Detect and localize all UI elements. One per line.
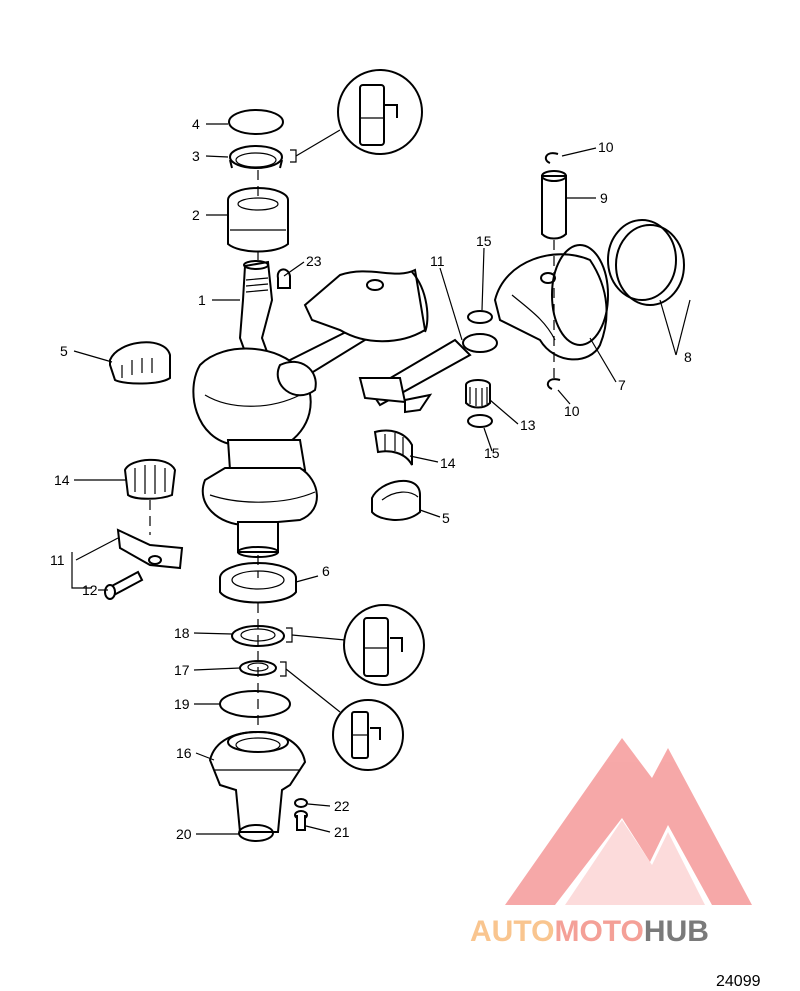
upper-seal-part [229,145,283,169]
washer-part [294,798,308,808]
callout-9: 9 [600,190,608,206]
callout-14-right: 14 [440,455,456,471]
woodruff-key-part [276,268,291,289]
callout-labels: 4 3 2 23 1 5 14 11 12 6 18 17 19 16 22 2… [50,116,692,842]
callout-22: 22 [334,798,350,814]
callout-11-right: 11 [430,253,445,269]
reference-number: 24099 [716,973,761,990]
callout-8: 8 [684,349,692,365]
callout-3: 3 [192,148,200,164]
callout-15-lower: 15 [484,445,500,461]
callout-6: 6 [322,563,330,579]
screw-part [294,810,308,831]
callout-13: 13 [520,417,536,433]
end-cap-oring-part [219,690,291,718]
rod-bearing-right-part [373,429,413,466]
callout-19: 19 [174,696,190,712]
callout-12: 12 [82,582,98,598]
end-cap-oring-lower-part [238,824,274,842]
lower-seal-part [231,625,285,647]
callout-20: 20 [176,826,192,842]
callout-16: 16 [176,745,192,761]
detail-inset-lower [280,661,404,771]
detail-inset-middle [286,604,425,686]
callout-4: 4 [192,116,200,132]
detail-inset-upper [290,69,423,163]
leader-lines [71,123,691,835]
rod-cap-left-lower-part [116,528,184,570]
needle-bearing-part [465,379,491,409]
watermark-text-auto: AUTO [470,915,554,948]
callout-11-left: 11 [50,552,65,568]
ball-bearing-part [219,562,297,604]
upper-oring-part [228,109,284,135]
connecting-rod-left-part [276,268,429,397]
cap-bolt-part [104,570,144,600]
callout-1: 1 [198,292,206,308]
watermark-text-hub: HUB [644,915,709,948]
rod-bearing-left-part [123,458,177,535]
callout-2: 2 [192,207,200,223]
thrust-washer-lower-part [467,414,493,428]
callout-5-left: 5 [60,343,68,359]
callout-15-upper: 15 [476,233,492,249]
thrust-washer-upper-part [467,310,493,324]
callout-18: 18 [174,625,190,641]
callout-17: 17 [174,662,190,678]
callout-7: 7 [618,377,626,393]
callout-10-upper: 10 [598,139,614,155]
rod-cap-left-upper-part [109,341,171,385]
retaining-ring-lower-part [546,378,561,390]
end-cap-housing-part [208,730,307,833]
piston-pin-part [541,170,567,380]
retaining-ring-upper-part [544,152,559,164]
callout-21: 21 [334,824,350,840]
callout-5-right: 5 [442,510,450,526]
connecting-rod-right-part [358,333,498,414]
callout-14-left: 14 [54,472,70,488]
callout-23: 23 [306,253,322,269]
upper-bearing-part [227,187,289,253]
watermark-logo [505,738,752,905]
callout-10-lower: 10 [564,403,580,419]
watermark-text-moto: MOTO [554,915,643,948]
rod-cap-right-part [371,479,421,521]
crankshaft-part [192,170,318,830]
piston-right-part [493,244,609,361]
piston-ring-set-part [607,219,685,306]
watermark-text: AUTOMOTOHUB [470,915,709,948]
